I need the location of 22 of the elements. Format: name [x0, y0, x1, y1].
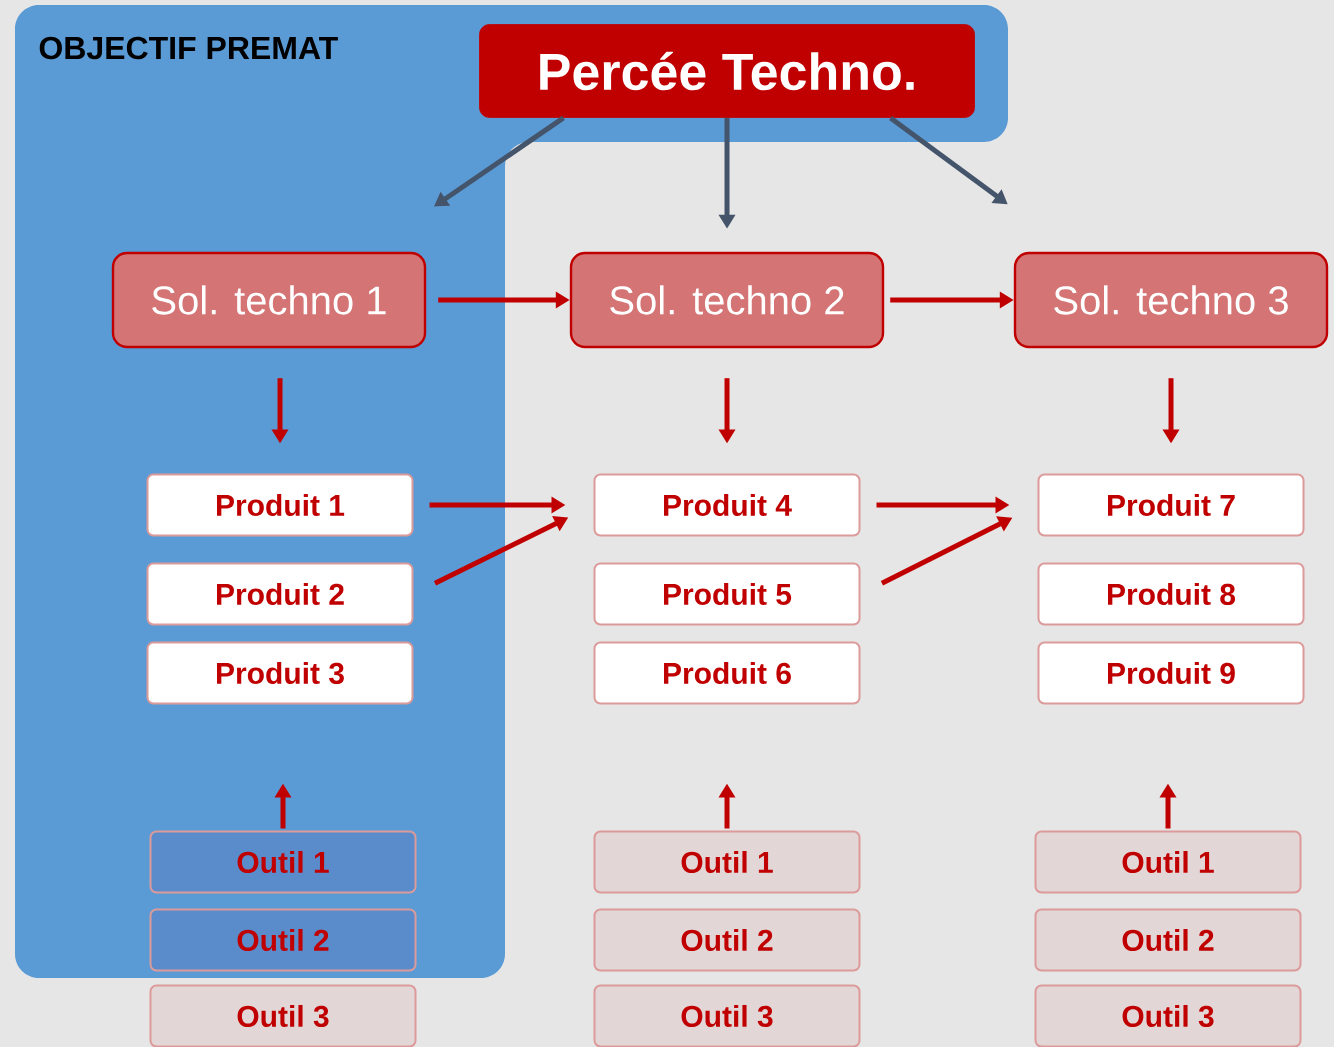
tool-box: Outil 2: [149, 908, 417, 972]
product-box: Produit 3: [146, 641, 414, 705]
product-box: Produit 4: [593, 473, 861, 537]
solution-box: Sol. techno 3: [1013, 251, 1329, 349]
tool-box: Outil 1: [1034, 830, 1302, 894]
product-box: Produit 2: [146, 562, 414, 626]
product-box: Produit 9: [1037, 641, 1305, 705]
solution-box: Sol. techno 1: [111, 251, 427, 349]
product-box: Produit 7: [1037, 473, 1305, 537]
product-box: Produit 8: [1037, 562, 1305, 626]
title-box: Percée Techno.: [479, 24, 975, 118]
tool-box: Outil 3: [1034, 984, 1302, 1047]
tool-box: Outil 2: [1034, 908, 1302, 972]
tool-box: Outil 2: [593, 908, 861, 972]
solution-box: Sol. techno 2: [569, 251, 885, 349]
tool-box: Outil 3: [593, 984, 861, 1047]
tool-box: Outil 1: [149, 830, 417, 894]
product-box: Produit 1: [146, 473, 414, 537]
tool-box: Outil 3: [149, 984, 417, 1047]
product-box: Produit 6: [593, 641, 861, 705]
product-box: Produit 5: [593, 562, 861, 626]
tool-box: Outil 1: [593, 830, 861, 894]
